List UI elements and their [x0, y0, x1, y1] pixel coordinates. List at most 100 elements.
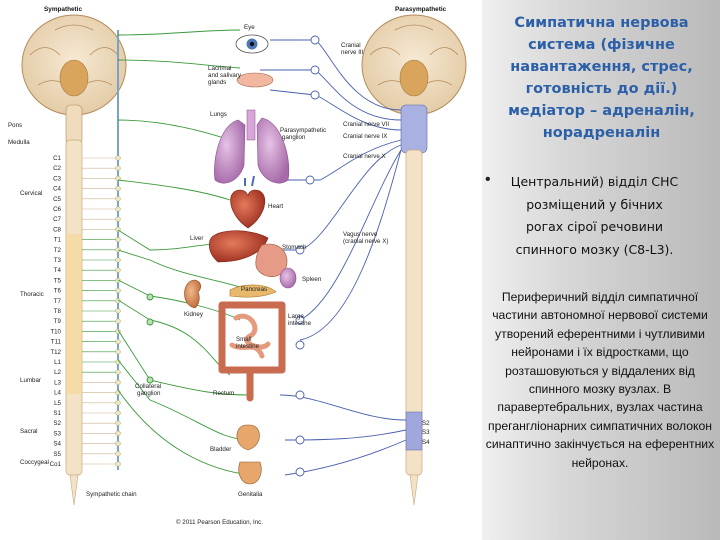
segment-label-c7: C7	[53, 216, 61, 223]
spleen-organ	[279, 267, 297, 289]
segment-label-t12: T12	[50, 349, 61, 356]
label-lumbar: Lumbar	[20, 377, 41, 384]
label-bladder: Bladder	[210, 446, 231, 453]
label-cervical: Cervical	[20, 190, 42, 197]
chain-ganglion-c6	[115, 206, 121, 212]
segment-label-s5: S5	[53, 451, 61, 458]
segment-label-t2: T2	[54, 247, 62, 254]
chain-ganglion-c7	[115, 216, 121, 222]
chain-ganglion-l2	[115, 369, 121, 375]
label-heart: Heart	[268, 203, 283, 210]
segment-label-s2: S2	[53, 420, 61, 427]
segment-labels: C1C2C3C4C5C6C7C8T1T2T3T4T5T6T7T8T9T10T11…	[50, 155, 118, 468]
segment-label-c8: C8	[53, 226, 61, 233]
segment-label-l4: L4	[54, 390, 61, 397]
segment-label-t5: T5	[54, 277, 62, 284]
stomach-organ	[255, 243, 288, 277]
body-paragraph: Периферичний відділ симпатичної частини …	[485, 290, 715, 470]
lacrimal-gland-organ	[236, 72, 274, 88]
label-coccygeal: Coccygeal	[20, 459, 49, 466]
chain-ganglion-s2	[115, 420, 121, 426]
label-lungs: Lungs	[210, 111, 227, 118]
segment-label-c5: C5	[53, 196, 61, 203]
segment-label-t1: T1	[54, 237, 62, 244]
label-genitalia: Genitalia	[238, 491, 263, 498]
label-liver: Liver	[190, 235, 203, 242]
chain-ganglion-s1	[115, 410, 121, 416]
label-eye: Eye	[244, 24, 255, 31]
label-s3-right: S3	[422, 429, 430, 436]
chain-ganglion-t12	[115, 349, 121, 355]
segment-label-c1: C1	[53, 155, 61, 162]
kidney-organ	[184, 279, 201, 309]
intestines-organ	[218, 301, 286, 374]
left-brain	[21, 14, 127, 146]
liver-organ	[208, 230, 269, 263]
header-parasympathetic: Parasympathetic	[395, 6, 447, 13]
right-brain	[361, 14, 467, 154]
chain-ganglion-s4	[115, 440, 121, 447]
label-stomach: Stomach	[282, 244, 307, 251]
chain-ganglion-s5	[115, 451, 121, 457]
segment-label-c3: C3	[53, 175, 61, 182]
segment-label-c6: C6	[53, 206, 61, 213]
segment-label-c4: C4	[53, 186, 61, 193]
copyright: © 2011 Pearson Education, Inc.	[176, 519, 263, 526]
segment-label-co1: Co1	[50, 461, 62, 468]
chain-ganglion-c1	[115, 155, 121, 161]
nervous-system-diagram: Sympathetic Parasympathetic Pons Medulla…	[8, 6, 467, 526]
left-spinal-cord	[65, 139, 83, 506]
right-spinal-cord	[405, 149, 423, 506]
label-cranial-nerve-7: Cranial nerve VII	[343, 121, 389, 128]
bullet-text: Центральний) відділ СНС розміщений у біч…	[510, 174, 679, 257]
bullet-dot-icon: •	[485, 171, 491, 188]
slide-title: Симпатична нервова система (фізичне нава…	[508, 15, 695, 141]
segment-label-t6: T6	[54, 288, 62, 295]
anatomy-figure: Sympathetic Parasympathetic Pons Medulla…	[8, 6, 467, 526]
chain-ganglion-t9	[115, 318, 121, 324]
label-pons: Pons	[8, 122, 22, 129]
label-rectum: Rectum	[213, 390, 234, 397]
segment-label-t4: T4	[54, 267, 62, 274]
label-spleen: Spleen	[302, 276, 322, 283]
segment-label-t8: T8	[54, 308, 62, 315]
segment-label-s3: S3	[53, 430, 61, 437]
chain-ganglion-l3	[115, 379, 121, 386]
chain-ganglion-t1	[115, 236, 121, 243]
genitalia-organ	[238, 461, 262, 485]
lungs-organ	[214, 109, 290, 184]
parasympathetic-fibers	[260, 35, 407, 477]
label-cranial-nerve-9: Cranial nerve IX	[343, 133, 387, 140]
pancreas-organ	[229, 284, 277, 298]
label-sacral: Sacral	[20, 428, 38, 435]
chain-ganglion-co1	[115, 461, 121, 467]
chain-ganglion-t6	[115, 287, 121, 294]
chain-ganglion-t4	[115, 267, 121, 273]
label-cranial-nerve-10: Cranial nerve X	[343, 153, 386, 160]
segment-label-t7: T7	[54, 298, 62, 305]
segment-label-s4: S4	[53, 441, 61, 448]
chain-ganglion-c4	[115, 185, 121, 192]
chain-ganglion-t2	[115, 247, 121, 253]
segment-label-l5: L5	[54, 400, 61, 407]
header-sympathetic: Sympathetic	[44, 6, 82, 13]
label-pancreas: Pancreas	[241, 286, 267, 293]
chain-ganglion-t8	[115, 308, 121, 314]
bladder-organ	[236, 424, 260, 451]
label-thoracic: Thoracic	[20, 291, 44, 298]
chain-ganglion-t11	[115, 338, 121, 345]
eye-organ	[235, 34, 269, 54]
segment-label-l3: L3	[54, 379, 61, 386]
chain-ganglion-l5	[115, 400, 121, 406]
chain-ganglion-c2	[115, 165, 121, 171]
label-vagus: Vagus nerve(cranial nerve X)	[343, 231, 388, 245]
chain-ganglion-c3	[115, 175, 121, 182]
label-sympathetic-chain: Sympathetic chain	[86, 491, 137, 498]
segment-label-t10: T10	[50, 328, 61, 335]
